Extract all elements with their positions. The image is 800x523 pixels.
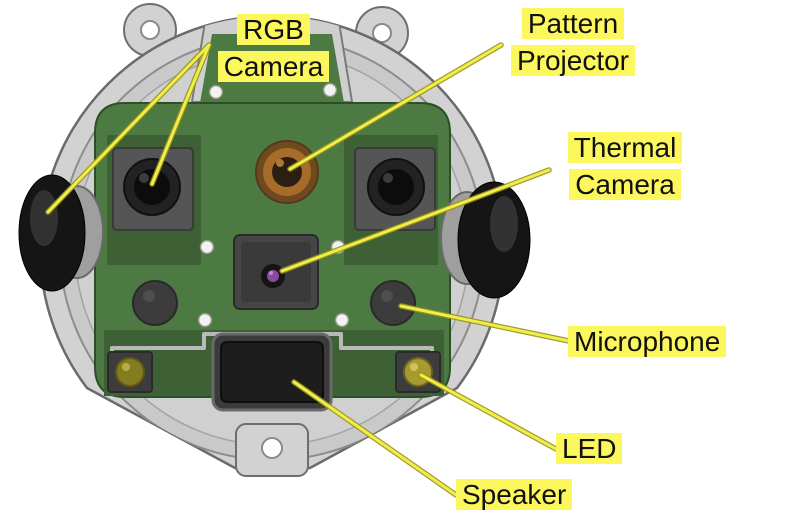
label-rgb-camera-text: RGB Camera bbox=[217, 14, 330, 82]
callout-lines bbox=[45, 42, 572, 498]
mounting-hole-top-right-icon bbox=[372, 23, 392, 43]
mounting-hole-bottom-icon bbox=[261, 437, 283, 459]
callout-rgb-to-front-lens bbox=[150, 43, 211, 186]
label-thermal-camera: Thermal Camera bbox=[545, 130, 705, 204]
mounting-tab-bottom bbox=[235, 423, 309, 477]
screw-hole bbox=[322, 82, 338, 98]
label-pattern-projector-text: Pattern Projector bbox=[510, 8, 636, 76]
thermal-lens-icon bbox=[267, 270, 279, 282]
callout-led bbox=[419, 373, 558, 451]
label-pattern-projector: Pattern Projector bbox=[488, 6, 658, 80]
callout-speaker bbox=[292, 380, 458, 497]
screw-hole bbox=[334, 312, 350, 328]
led-left-icon bbox=[115, 357, 145, 387]
led-right bbox=[395, 351, 441, 393]
microphone-right bbox=[370, 280, 416, 326]
callout-microphone bbox=[399, 304, 571, 343]
label-rgb-camera: RGB Camera bbox=[196, 12, 351, 86]
side-fisheye-lens-right bbox=[440, 181, 531, 299]
mounting-hole-top-left-icon bbox=[140, 20, 160, 40]
pattern-projector-lens bbox=[255, 140, 319, 204]
side-fisheye-lens-left bbox=[18, 174, 104, 292]
screw-hole bbox=[208, 84, 224, 100]
label-thermal-camera-text: Thermal Camera bbox=[567, 132, 683, 200]
callout-rgb-to-side-lens bbox=[46, 43, 211, 214]
thermal-camera-module bbox=[233, 234, 319, 310]
label-microphone-text: Microphone bbox=[568, 326, 727, 357]
label-led-text: LED bbox=[556, 433, 623, 464]
label-led: LED bbox=[556, 431, 623, 468]
label-speaker-text: Speaker bbox=[456, 479, 573, 510]
microphone-left bbox=[132, 280, 178, 326]
screw-hole bbox=[199, 239, 215, 255]
led-left bbox=[107, 351, 153, 393]
rgb-camera-right bbox=[354, 147, 436, 231]
callout-pattern-projector bbox=[288, 43, 503, 171]
label-speaker: Speaker bbox=[456, 477, 573, 514]
label-microphone: Microphone bbox=[568, 324, 727, 361]
callout-thermal-camera bbox=[280, 168, 551, 273]
rgb-camera-left bbox=[112, 147, 194, 231]
screw-hole bbox=[197, 312, 213, 328]
